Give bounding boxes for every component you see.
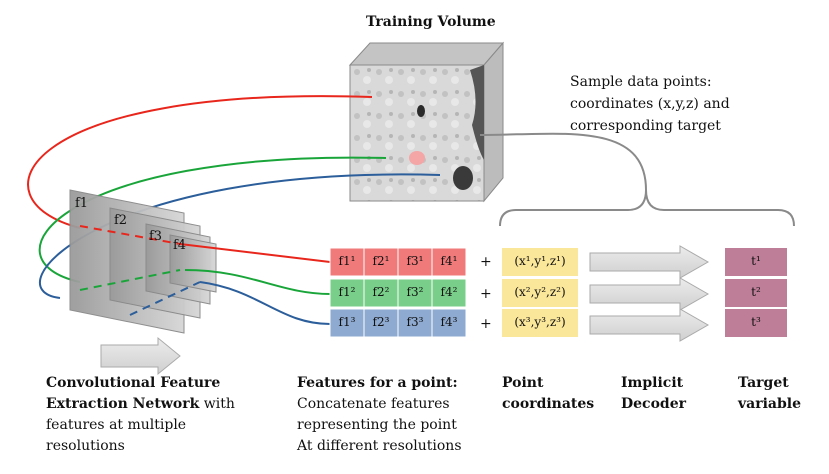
target-caption-line1: Target: [738, 375, 789, 391]
red-volume-curve: [27, 95, 373, 229]
coordinate-box: [502, 309, 578, 337]
layer-label-f1: f1: [75, 196, 89, 211]
decoder-arrow-1: [589, 245, 710, 279]
coordinate-label: (x²,y²,z²): [514, 285, 566, 299]
feature-cell-bg: [363, 278, 399, 308]
feature-cell-label: f2³: [372, 315, 390, 329]
cube-right-face: [483, 41, 504, 203]
target-label: t³: [751, 315, 761, 329]
decoder-caption: Implicit Decoder: [621, 373, 686, 415]
decoder-caption-line2: Decoder: [621, 396, 686, 412]
layer-f4-panel: [169, 234, 217, 293]
coords-caption-line2: coordinates: [502, 396, 595, 412]
coordinate-label: (x¹,y¹,z¹): [514, 254, 566, 268]
target-box: [725, 248, 787, 276]
red-to-features: [179, 243, 331, 263]
plus-sign-3: +: [480, 316, 492, 332]
coords-caption: Point coordinates: [502, 373, 594, 415]
features-caption-line4: At different resolutions: [297, 438, 462, 454]
target-rows: [725, 248, 787, 337]
coordinate-rows: [502, 248, 578, 337]
ct-dark-spot: [417, 105, 425, 117]
feature-cell-bg: [363, 247, 399, 277]
sample-text-line3: corresponding target: [570, 118, 721, 134]
feature-cell-bg: [329, 247, 365, 277]
coordinate-label: (x³,y³,z³): [514, 315, 566, 329]
target-label: t¹: [751, 254, 761, 268]
cnn-caption-line4: resolutions: [46, 438, 125, 454]
green-to-features: [184, 269, 331, 295]
features-caption-line3: representing the point: [297, 417, 457, 433]
plus-sign-2: +: [480, 286, 492, 302]
cnn-layers: [69, 189, 217, 334]
target-caption: Target variable: [738, 373, 801, 415]
coordinate-box: [502, 279, 578, 307]
cnn-caption-line3: features at multiple: [46, 417, 187, 433]
feature-cell-bg: [329, 278, 365, 308]
target-caption-line2: variable: [738, 396, 801, 412]
red-dashed-through: [79, 225, 181, 245]
cnn-caption-line2: Extraction Network with: [46, 394, 235, 415]
feature-cell-label: f4²: [440, 285, 458, 299]
decoder-arrows: [589, 245, 710, 342]
coordinate-box: [502, 248, 578, 276]
ct-dark-structure: [453, 166, 473, 190]
target-box: [725, 309, 787, 337]
brace-path: [499, 189, 795, 227]
feature-cell-label: f1²: [338, 285, 356, 299]
decoder-arrow-3: [589, 308, 710, 342]
cube-top-face: [348, 42, 505, 66]
sample-text-line1: Sample data points:: [570, 74, 712, 90]
feature-vector-rows: [329, 247, 467, 338]
feature-cell-label: f2²: [372, 285, 390, 299]
feature-cell-bg: [397, 278, 433, 308]
cnn-caption: Convolutional Feature Extraction Network…: [46, 373, 235, 457]
feature-cell-bg: [329, 308, 365, 338]
feature-lines: [79, 225, 331, 325]
cnn-caption-line1: Convolutional Feature: [46, 375, 221, 391]
sample-text-line2: coordinates (x,y,z) and: [570, 96, 730, 112]
feature-cell-label: f4³: [440, 315, 458, 329]
plus-sign-1: +: [480, 254, 492, 270]
target-box: [725, 279, 787, 307]
layer-label-f4: f4: [173, 238, 187, 253]
cnn-caption-bold2: Extraction Network: [46, 396, 200, 412]
coords-caption-line1: Point: [502, 375, 544, 391]
feature-cell-bg: [397, 247, 433, 277]
feature-cell-label: f4¹: [440, 254, 458, 268]
feature-cell-bg: [431, 278, 467, 308]
cnn-caption-rest2: with: [199, 396, 235, 412]
feature-cell-label: f2¹: [372, 254, 390, 268]
green-dashed-through: [79, 269, 181, 291]
cnn-direction-arrow: [100, 336, 181, 376]
feature-cell-bg: [431, 308, 467, 338]
features-caption-title: Features for a point:: [297, 375, 458, 391]
training-volume-cube: [348, 41, 505, 203]
volume-title: Training Volume: [366, 14, 496, 30]
features-caption: Features for a point: Concatenate featur…: [297, 373, 462, 457]
feature-cell-label: f1³: [338, 315, 356, 329]
sample-point-marker: [409, 151, 425, 165]
layer-label-f3: f3: [149, 229, 163, 244]
feature-cell-label: f3¹: [406, 254, 424, 268]
brace-to-volume: [479, 132, 647, 191]
sample-brace: [479, 132, 795, 227]
blue-to-features: [199, 281, 331, 325]
decoder-caption-line1: Implicit: [621, 375, 684, 391]
feature-cell-label: f3³: [406, 315, 424, 329]
feature-cell-label: f3²: [406, 285, 424, 299]
feature-cell-label: f1¹: [338, 254, 356, 268]
features-caption-line2: Concatenate features: [297, 396, 450, 412]
target-label: t²: [751, 285, 761, 299]
decoder-arrow-2: [589, 277, 710, 311]
ct-dark-edge: [470, 65, 484, 160]
feature-cell-bg: [397, 308, 433, 338]
feature-cell-bg: [431, 247, 467, 277]
layer-label-f2: f2: [114, 213, 128, 228]
